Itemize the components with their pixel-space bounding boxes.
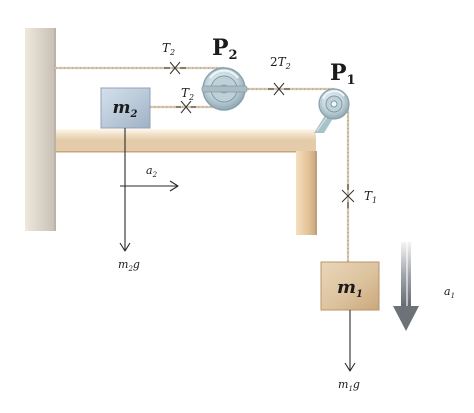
- acceleration-a2-arrow: [120, 180, 179, 192]
- m1-weight-label: m1g: [338, 378, 360, 393]
- table-icon: [56, 129, 317, 235]
- acceleration-a2-label: a2: [146, 164, 158, 179]
- acceleration-a1-arrow: [393, 242, 419, 331]
- m2-weight-vector: [119, 128, 131, 252]
- tension-marker-upper-t2: [164, 61, 186, 75]
- block-m2-label: m2: [113, 98, 138, 120]
- m2-weight-label: m2g: [118, 258, 140, 273]
- m1-weight-vector: [344, 310, 356, 372]
- wall-icon: [25, 28, 56, 231]
- pulley-p2-label: P2: [212, 35, 238, 63]
- tension-label-lower-t2: T2: [181, 86, 194, 102]
- pulley-p2-icon: [201, 67, 248, 111]
- tension-label-upper-t2: T2: [162, 41, 175, 57]
- pulley-p1-label: P1: [330, 60, 356, 88]
- block-m1: m1: [320, 261, 380, 311]
- tension-marker-t1: [341, 184, 355, 208]
- tension-label-t1: T1: [364, 189, 377, 205]
- block-m2: m2: [100, 87, 151, 129]
- tension-label-double-t2: 2T2: [270, 55, 291, 71]
- tension-marker-double-t2: [268, 82, 290, 96]
- acceleration-a1-label: a1: [444, 285, 455, 300]
- block-m1-label: m1: [337, 277, 363, 300]
- pulley-p1-icon: [318, 88, 350, 120]
- tension-marker-lower-t2: [176, 100, 196, 114]
